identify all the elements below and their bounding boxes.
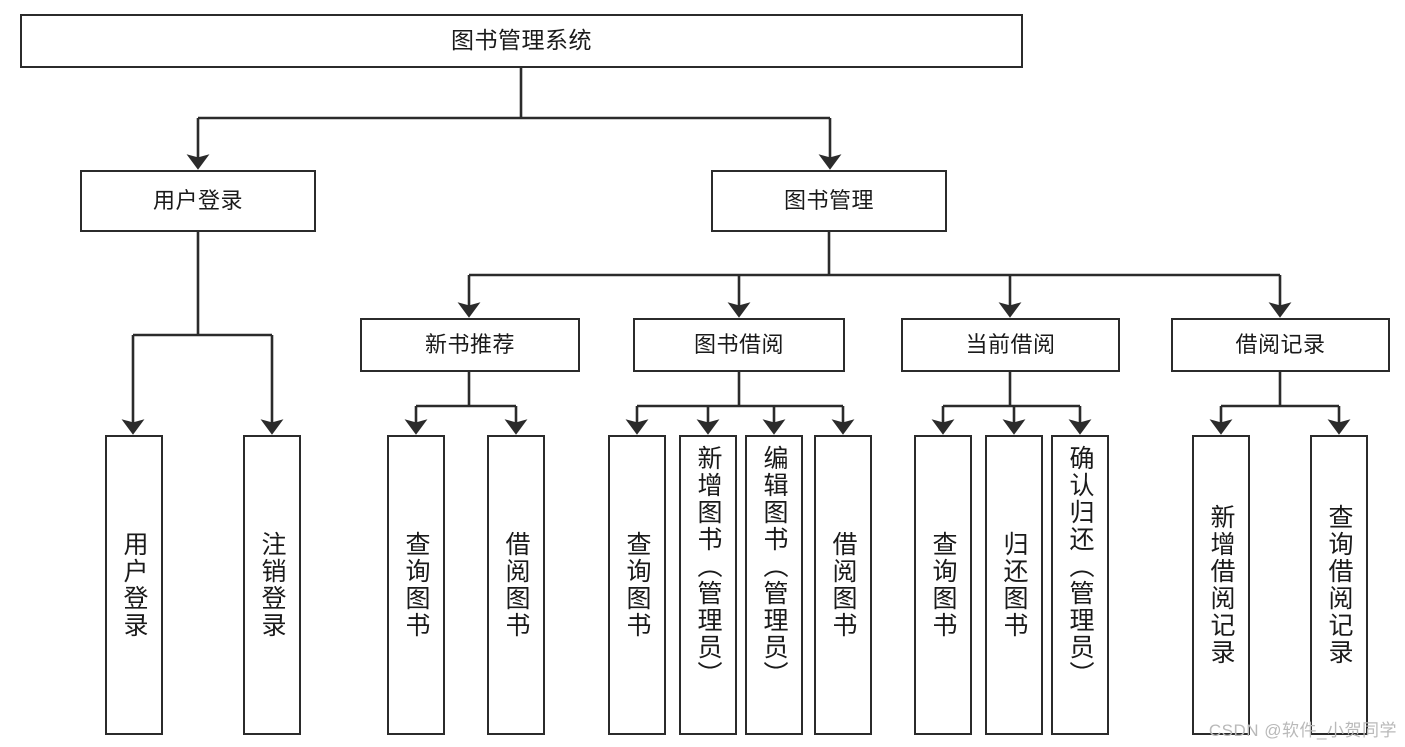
node-leaf-user-login-label: 用户登录 <box>120 531 148 639</box>
node-leaf-query-book-1-label: 查询图书 <box>402 531 430 639</box>
node-leaf-user-login[interactable]: 用户登录 <box>105 435 163 735</box>
node-leaf-borrow-book-2-label: 借阅图书 <box>829 531 857 639</box>
node-root-label: 图书管理系统 <box>451 27 592 54</box>
node-leaf-query-book-1[interactable]: 查询图书 <box>387 435 445 735</box>
node-user-login-label: 用户登录 <box>152 187 243 213</box>
node-book-management[interactable]: 图书管理 <box>711 170 947 232</box>
node-leaf-borrow-book-1[interactable]: 借阅图书 <box>487 435 545 735</box>
node-user-login[interactable]: 用户登录 <box>80 170 316 232</box>
node-leaf-add-book[interactable]: 新增图书（管理员） <box>679 435 737 735</box>
node-borrow-record[interactable]: 借阅记录 <box>1171 318 1390 372</box>
node-leaf-query-book-3[interactable]: 查询图书 <box>914 435 972 735</box>
node-book-borrow[interactable]: 图书借阅 <box>633 318 845 372</box>
node-leaf-query-borrow-record-label: 查询借阅记录 <box>1325 504 1353 666</box>
node-book-management-label: 图书管理 <box>783 187 874 213</box>
node-leaf-add-borrow-record-label: 新增借阅记录 <box>1207 504 1235 666</box>
node-root[interactable]: 图书管理系统 <box>20 14 1023 68</box>
node-leaf-return-book[interactable]: 归还图书 <box>985 435 1043 735</box>
node-leaf-user-logout-label: 注销登录 <box>258 531 286 639</box>
node-current-borrow-label: 当前借阅 <box>965 331 1056 357</box>
node-book-borrow-label: 图书借阅 <box>693 331 784 357</box>
node-leaf-borrow-book-2[interactable]: 借阅图书 <box>814 435 872 735</box>
node-leaf-query-borrow-record[interactable]: 查询借阅记录 <box>1310 435 1368 735</box>
node-leaf-edit-book-label: 编辑图书（管理员） <box>760 445 788 688</box>
node-current-borrow[interactable]: 当前借阅 <box>901 318 1120 372</box>
node-new-book-recommend-label: 新书推荐 <box>424 331 515 357</box>
node-leaf-query-book-2[interactable]: 查询图书 <box>608 435 666 735</box>
node-leaf-add-borrow-record[interactable]: 新增借阅记录 <box>1192 435 1250 735</box>
node-leaf-confirm-return-label: 确认归还（管理员） <box>1066 445 1094 688</box>
node-leaf-add-book-label: 新增图书（管理员） <box>694 445 722 688</box>
node-leaf-query-book-3-label: 查询图书 <box>929 531 957 639</box>
node-leaf-confirm-return[interactable]: 确认归还（管理员） <box>1051 435 1109 735</box>
watermark: CSDN @软件_小贺同学 <box>1208 721 1397 740</box>
node-leaf-query-book-2-label: 查询图书 <box>623 531 651 639</box>
node-leaf-return-book-label: 归还图书 <box>1000 531 1028 639</box>
node-borrow-record-label: 借阅记录 <box>1235 331 1326 357</box>
node-leaf-edit-book[interactable]: 编辑图书（管理员） <box>745 435 803 735</box>
node-leaf-user-logout[interactable]: 注销登录 <box>243 435 301 735</box>
node-new-book-recommend[interactable]: 新书推荐 <box>360 318 580 372</box>
node-leaf-borrow-book-1-label: 借阅图书 <box>502 531 530 639</box>
